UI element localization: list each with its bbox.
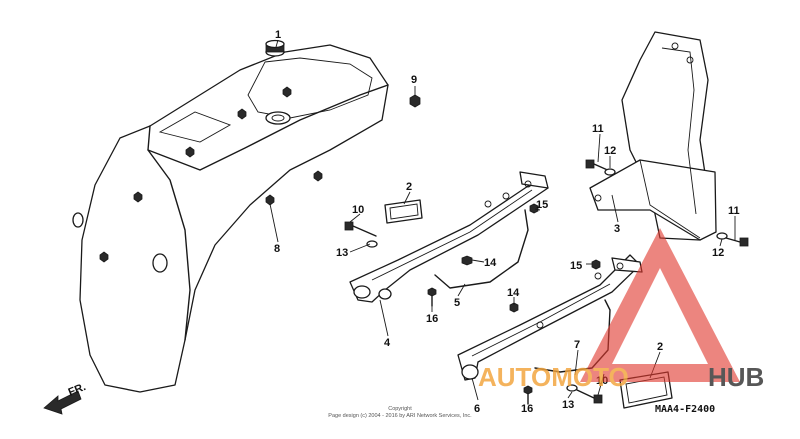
front-arrow-icon	[43, 390, 82, 415]
watermark-triangle-icon	[580, 228, 740, 382]
callout-11-right: 11	[728, 205, 740, 217]
callout-15-lower: 15	[570, 260, 582, 272]
watermark-text-left: AUTOMOTO	[478, 362, 629, 392]
callout-14-lower: 14	[507, 287, 520, 299]
wire-harness-left	[434, 209, 529, 289]
callout-11-upper: 11	[592, 123, 604, 135]
collar-14-upper	[461, 255, 473, 266]
bolt-16-upper	[427, 287, 437, 307]
reflector-upper	[384, 199, 423, 224]
bolt-upper-right-1	[585, 159, 616, 176]
nut-15-upper	[529, 203, 539, 214]
callout-13-upper: 13	[336, 247, 348, 259]
callout-6: 6	[474, 403, 480, 415]
rear-bracket	[589, 31, 717, 241]
bolt-16-lower	[523, 385, 533, 405]
watermark-text-right: HUB	[708, 362, 764, 392]
rubber-grommet	[265, 39, 285, 57]
callout-2-upper: 2	[406, 181, 412, 193]
callout-5: 5	[454, 297, 460, 309]
bolt-upper-left	[344, 221, 378, 248]
callout-4: 4	[384, 337, 391, 349]
watermark: AUTOMOTO HUB	[478, 228, 764, 392]
callout-labels: 1 9 2 10 13 8 15 14 5 14 16 4 11 12 3 11…	[274, 29, 740, 415]
callout-14-upper: 14	[484, 257, 497, 269]
callout-15-upper: 15	[536, 199, 548, 211]
diagram-code: MAA4-F2400	[655, 404, 715, 415]
callout-2-lower: 2	[657, 341, 663, 353]
callout-12-upper: 12	[604, 145, 616, 157]
rear-fender	[72, 44, 389, 393]
leader-lines	[269, 39, 736, 402]
callout-9: 9	[411, 74, 417, 86]
callout-8: 8	[274, 243, 280, 255]
copyright-line-1: Copyright	[388, 406, 412, 412]
callout-3: 3	[614, 223, 620, 235]
callout-16-upper: 16	[426, 313, 438, 325]
callout-7: 7	[574, 339, 580, 351]
callout-13-lower: 13	[562, 399, 574, 411]
nut	[409, 94, 421, 108]
callout-10-upper: 10	[352, 204, 364, 216]
right-grab-rail	[457, 254, 643, 381]
callout-1: 1	[275, 29, 281, 41]
callout-12-right: 12	[712, 247, 724, 259]
front-direction-indicator: FR.	[43, 381, 88, 415]
left-grab-rail	[349, 171, 549, 303]
callout-16-lower: 16	[521, 403, 533, 415]
nut-15-lower	[591, 259, 601, 270]
copyright-line-2: Page design (c) 2004 - 2016 by ARI Netwo…	[328, 413, 472, 419]
front-label: FR.	[67, 381, 88, 399]
bolt-upper-right-2	[716, 232, 749, 247]
